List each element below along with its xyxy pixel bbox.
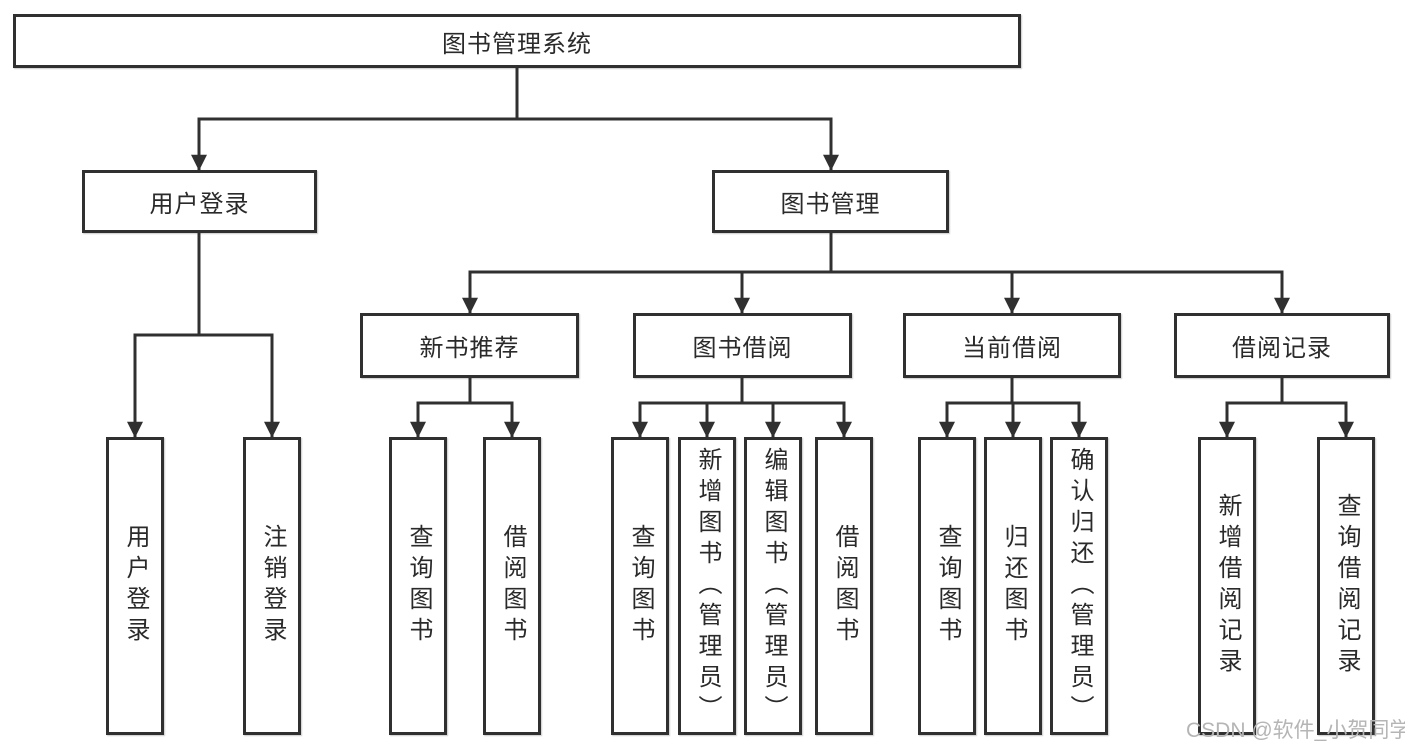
leaf-borrow-books-recommend: 借阅图书	[483, 437, 541, 735]
leaf-label: 用户登录	[122, 524, 149, 648]
leaf-label: 归还图书	[1000, 524, 1027, 648]
leaf-label: 查询借阅记录	[1333, 493, 1360, 679]
node-book-management: 图书管理	[712, 170, 949, 233]
leaf-add-book-admin: 新增图书（管理员）	[678, 437, 736, 735]
leaf-user-login: 用户登录	[106, 437, 164, 735]
node-label: 图书管理系统	[442, 30, 592, 58]
node-label: 图书借阅	[692, 335, 793, 362]
leaf-query-books-current: 查询图书	[918, 437, 976, 735]
leaf-label: 编辑图书（管理员）	[760, 446, 787, 726]
node-current-borrow: 当前借阅	[903, 313, 1121, 378]
node-label: 当前借阅	[962, 335, 1062, 362]
leaf-label: 新增图书（管理员）	[694, 446, 721, 726]
leaf-add-borrow-record: 新增借阅记录	[1198, 437, 1256, 735]
leaf-label: 确认归还（管理员）	[1066, 446, 1093, 726]
edge-book-management-to-level3	[462, 233, 1290, 314]
edge-borrow-records-to-children	[1219, 378, 1354, 438]
leaf-borrow-books-borrow: 借阅图书	[815, 437, 873, 735]
node-label: 图书管理	[780, 191, 881, 218]
leaf-query-books-borrow: 查询图书	[611, 437, 669, 735]
leaf-logout: 注销登录	[243, 437, 301, 735]
node-new-book-recommend: 新书推荐	[360, 313, 579, 378]
leaf-confirm-return-admin: 确认归还（管理员）	[1050, 437, 1108, 735]
leaf-query-books-recommend: 查询图书	[389, 437, 447, 735]
node-book-borrow: 图书借阅	[633, 313, 852, 378]
node-user-login: 用户登录	[82, 170, 317, 233]
leaf-return-books: 归还图书	[984, 437, 1042, 735]
leaf-label: 注销登录	[259, 524, 286, 648]
edge-user-login-to-children	[127, 233, 280, 438]
edge-current-borrow-to-children	[939, 378, 1087, 438]
node-label: 新书推荐	[419, 335, 520, 362]
leaf-label: 查询图书	[405, 524, 432, 648]
edge-root-to-level2	[191, 68, 839, 171]
leaf-query-borrow-record: 查询借阅记录	[1317, 437, 1375, 735]
leaf-label: 借阅图书	[499, 524, 526, 648]
node-library-management-system: 图书管理系统	[13, 14, 1021, 68]
leaf-label: 借阅图书	[831, 524, 858, 648]
leaf-edit-book-admin: 编辑图书（管理员）	[744, 437, 802, 735]
csdn-watermark: CSDN @软件_小贺同学	[1186, 719, 1405, 742]
leaf-label: 新增借阅记录	[1214, 493, 1241, 679]
node-label: 用户登录	[149, 191, 250, 218]
leaf-label: 查询图书	[627, 524, 654, 648]
edge-book-borrow-to-children	[632, 378, 852, 438]
node-borrow-records: 借阅记录	[1174, 313, 1390, 378]
leaf-label: 查询图书	[934, 524, 961, 648]
node-label: 借阅记录	[1232, 335, 1332, 362]
edge-new-book-recommend-to-children	[410, 378, 520, 438]
